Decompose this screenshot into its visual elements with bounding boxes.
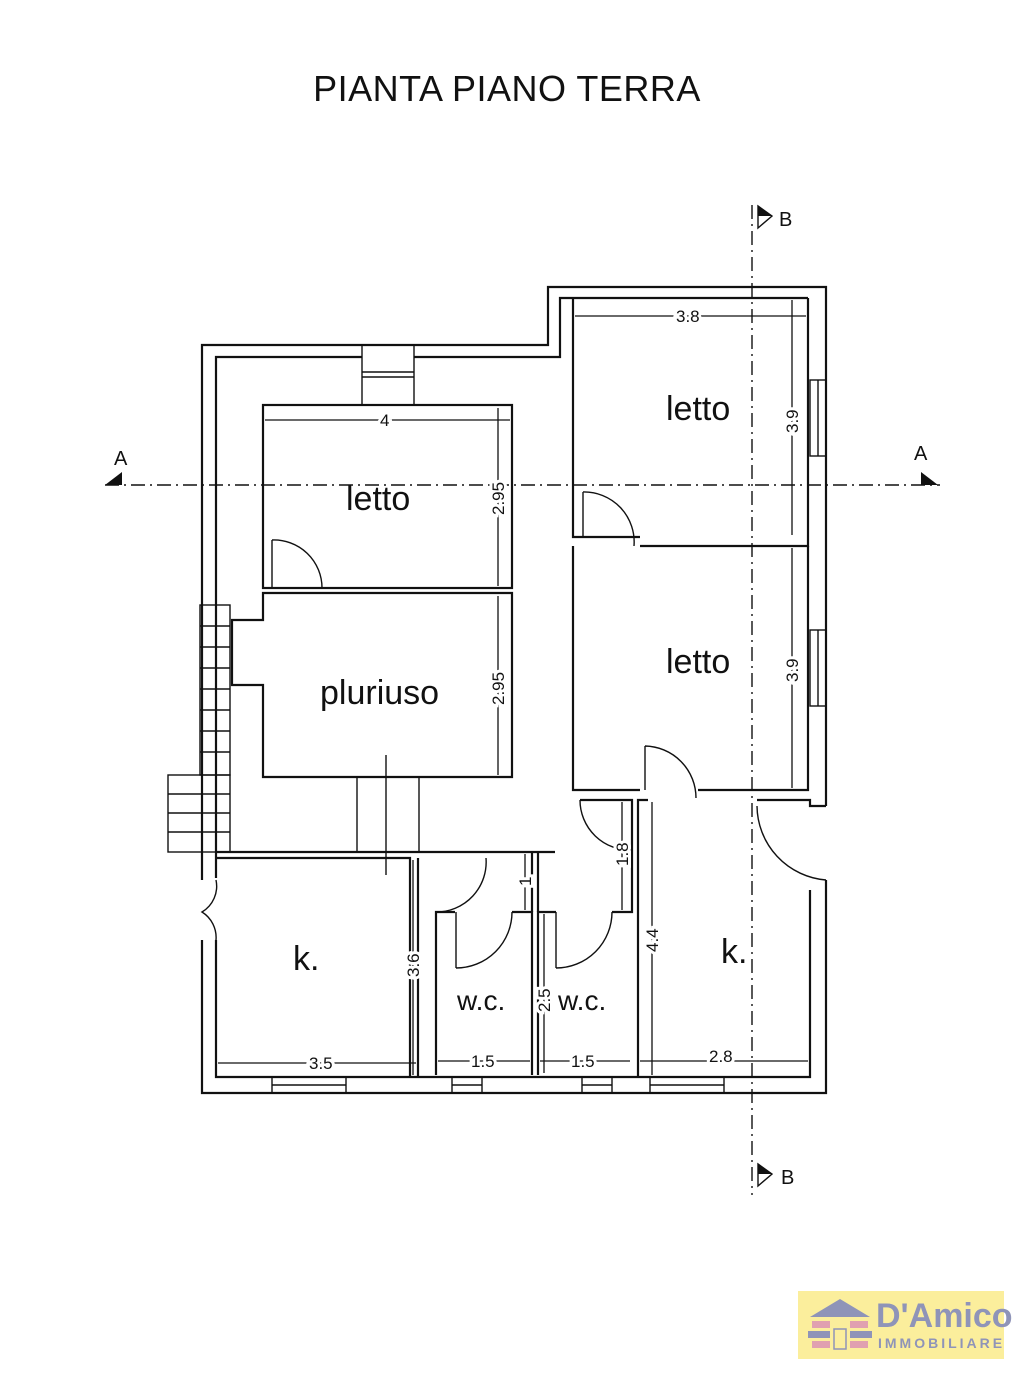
room-label-pluriuso: pluriuso: [320, 674, 439, 712]
room-label-wc: w.c.: [456, 985, 505, 1016]
dim-label: 3.5: [309, 1054, 333, 1073]
room-label-letto: letto: [346, 480, 410, 518]
dim-label: 3.9: [783, 658, 802, 682]
section-a-left-label: A: [114, 448, 128, 470]
dim-label: 2.95: [489, 482, 508, 515]
room-label-kitchen: k.: [293, 940, 319, 978]
room-label-wc: w.c.: [557, 985, 606, 1016]
stairs: [167, 604, 231, 853]
dim-label: 1.5: [571, 1052, 595, 1071]
dim-label: 4: [380, 411, 389, 430]
room-label-letto: letto: [666, 643, 730, 681]
room-label-letto: letto: [666, 390, 730, 428]
section-b-bottom-label: B: [781, 1167, 794, 1189]
dim-label: 2.8: [709, 1047, 733, 1066]
dim-label: 2.5: [535, 988, 554, 1012]
inner-walls: [216, 298, 826, 1077]
section-b-top-label: B: [779, 209, 792, 231]
dim-label: 2.95: [489, 672, 508, 705]
doors: [200, 491, 827, 969]
room-label-kitchen: k.: [721, 933, 747, 971]
dim-label: 1.5: [471, 1052, 495, 1071]
outer-walls: [200, 285, 828, 1095]
logo-subtitle: IMMOBILIARE: [878, 1335, 1006, 1351]
section-axes: [105, 204, 940, 1195]
dim-label: 4.4: [643, 928, 662, 952]
agency-logo: D'Amico IMMOBILIARE: [798, 1291, 1013, 1359]
dim-label: 3.6: [404, 953, 423, 977]
section-a-right-label: A: [914, 443, 928, 465]
dim-label: 3.9: [783, 409, 802, 433]
dimension-lines: [218, 300, 808, 1075]
plan-title: PIANTA PIANO TERRA: [313, 68, 701, 109]
dimension-labels: 4 2.95 2.95 3.8 3.9 3.9 3.5 3.6 1.5 1.5 …: [306, 304, 805, 1076]
dim-label: 1.8: [613, 842, 632, 866]
house-logo-icon: [808, 1299, 872, 1350]
dim-label: 3.8: [676, 307, 700, 326]
windows: [271, 344, 827, 1094]
logo-name: D'Amico: [876, 1297, 1013, 1335]
dim-label: 1: [516, 877, 535, 886]
